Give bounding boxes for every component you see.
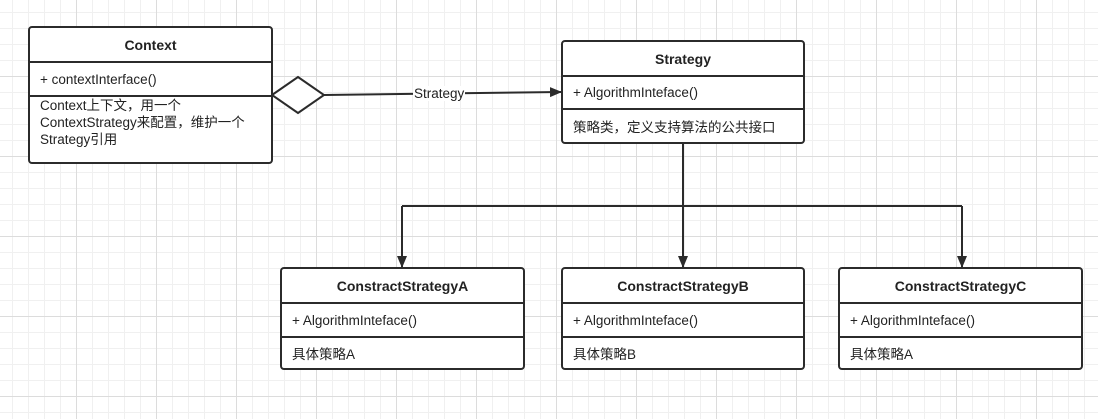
class-name: Strategy	[563, 42, 803, 77]
class-note: 策略类，定义支持算法的公共接口	[573, 120, 776, 135]
class-operation: + AlgorithmInteface()	[282, 304, 523, 338]
class-note: 具体策略A	[850, 347, 914, 362]
aggregation-diamond	[270, 75, 326, 115]
class-note: 具体策略B	[573, 347, 637, 362]
class-operation: + AlgorithmInteface()	[840, 304, 1081, 338]
class-name: ConstractStrategyB	[563, 269, 803, 304]
class-note: 具体策略A	[292, 347, 356, 362]
aggregation-label: Strategy	[413, 86, 466, 101]
class-constract-strategy-a[interactable]: ConstractStrategyA + AlgorithmInteface()…	[280, 267, 525, 370]
class-operation: + AlgorithmInteface()	[563, 304, 803, 338]
class-constract-strategy-b[interactable]: ConstractStrategyB + AlgorithmInteface()…	[561, 267, 805, 370]
class-name: ConstractStrategyC	[840, 269, 1081, 304]
class-note: Context上下文，用一个ContextStrategy来配置，维护一个Str…	[40, 98, 245, 147]
class-strategy[interactable]: Strategy + AlgorithmInteface() 策略类，定义支持算…	[561, 40, 805, 144]
class-operation: + contextInterface()	[30, 63, 271, 97]
class-constract-strategy-c[interactable]: ConstractStrategyC + AlgorithmInteface()…	[838, 267, 1083, 370]
class-name: ConstractStrategyA	[282, 269, 523, 304]
class-operation: + AlgorithmInteface()	[563, 77, 803, 110]
class-context[interactable]: Context + contextInterface() Context上下文，…	[28, 26, 273, 164]
class-name: Context	[30, 28, 271, 63]
